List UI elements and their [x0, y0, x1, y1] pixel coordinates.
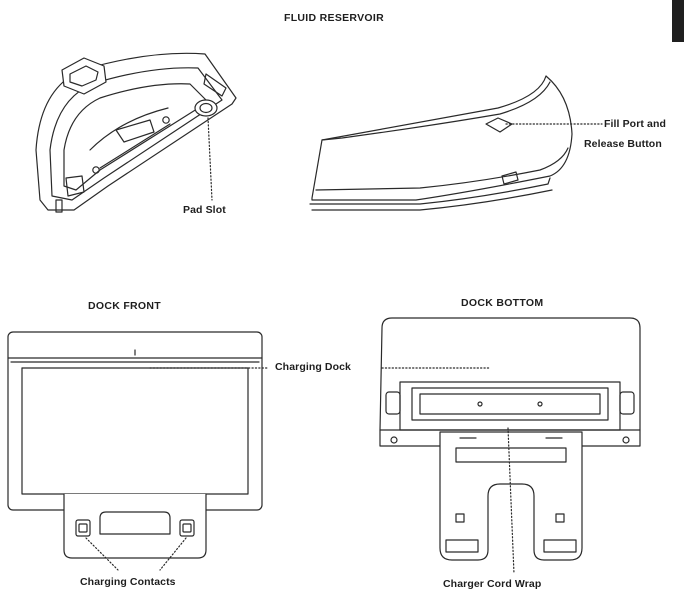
- callout-charging-dock: Charging Dock: [275, 362, 351, 373]
- callout-pad-slot: Pad Slot: [183, 205, 226, 216]
- reservoir-side-view: [310, 76, 572, 210]
- callout-charging-contacts: Charging Contacts: [80, 577, 176, 588]
- callout-charger-cord-wrap: Charger Cord Wrap: [443, 579, 541, 590]
- section-header-dock-bottom: DOCK BOTTOM: [461, 298, 543, 309]
- callout-fill-port-line2: Release Button: [584, 139, 662, 150]
- pad-slot-leader: [208, 118, 212, 200]
- dock-bottom: [380, 318, 640, 560]
- dock-front: [8, 332, 262, 558]
- section-header-dock-front: DOCK FRONT: [88, 301, 161, 312]
- callout-fill-port-line1: Fill Port and: [604, 119, 666, 130]
- reservoir-top-view: [36, 53, 236, 212]
- section-header-fluid-reservoir: FLUID RESERVOIR: [284, 13, 384, 24]
